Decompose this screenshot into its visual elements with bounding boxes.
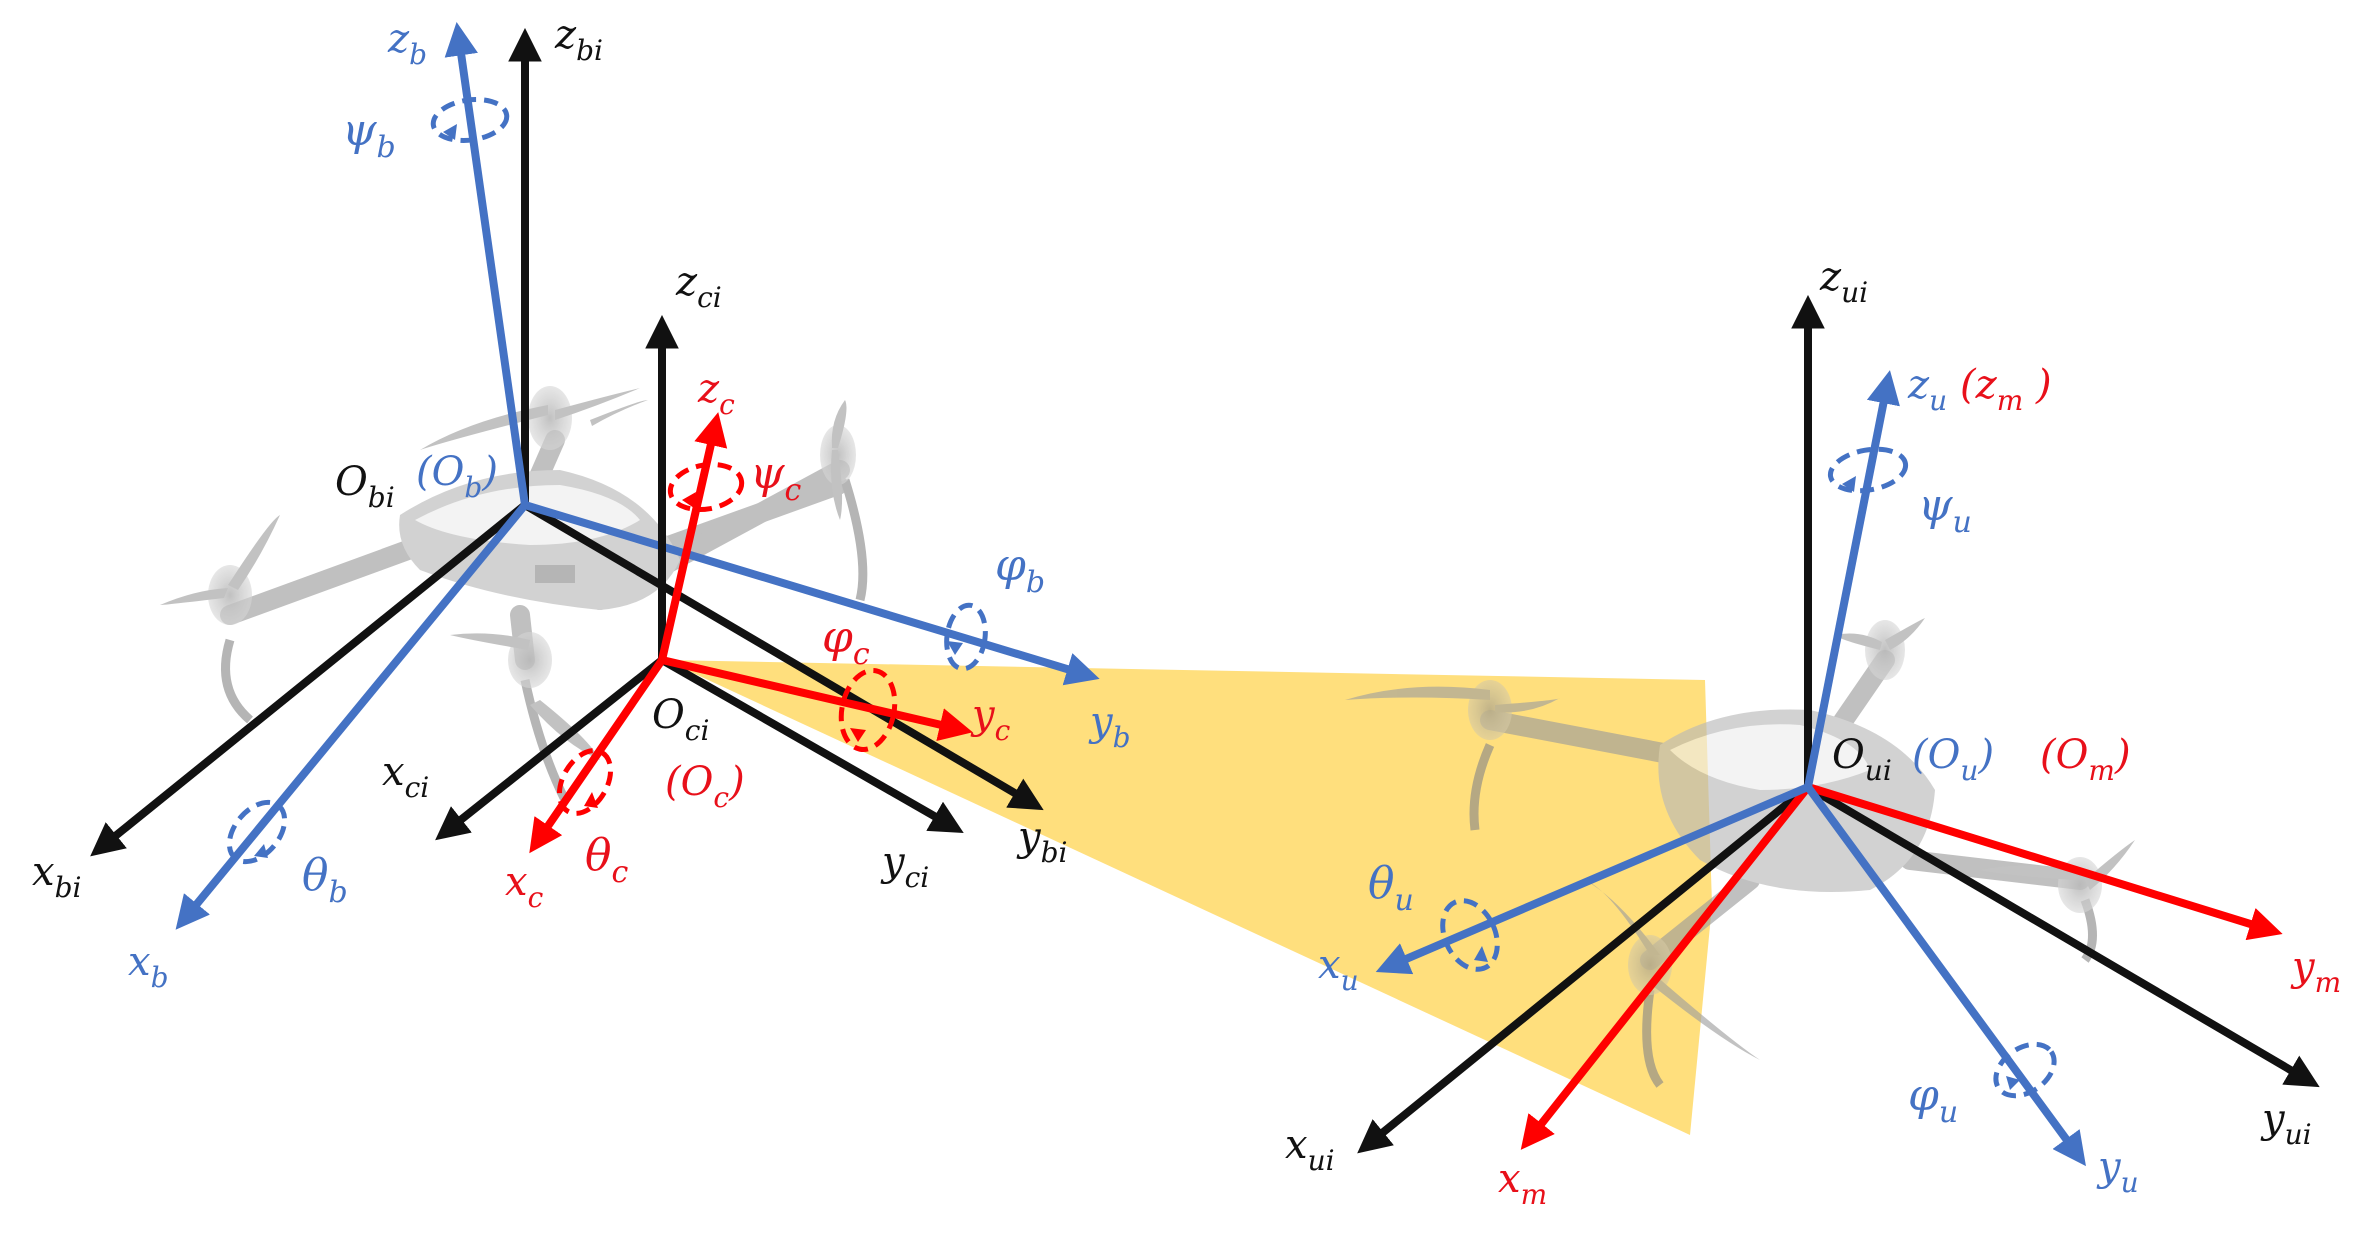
label-z-u: zu (1907, 362, 1947, 417)
label-origin-ci: Oci (652, 692, 709, 747)
label-origin-bi: Obi (335, 459, 395, 514)
camera-fov-cone (665, 660, 1712, 1135)
label-z-bi: zbi (554, 12, 603, 67)
axis-z-c (658, 412, 728, 661)
label-roll-b: φb (995, 540, 1045, 600)
label-y-u: yu (2096, 1144, 2139, 1199)
label-z-b: zb (387, 16, 427, 71)
label-x-ci: xci (382, 749, 429, 804)
roll-b-rotation-icon (944, 602, 988, 672)
axis-x-c (529, 657, 666, 854)
label-y-ci: yci (880, 839, 929, 894)
label-y-b: yb (1088, 699, 1131, 754)
frame-c-axes (529, 412, 973, 854)
axis-y-u (1804, 784, 2086, 1167)
frame-b-axes (175, 22, 1100, 930)
yaw-u-rotation-icon (1827, 446, 1909, 494)
label-z-ci: zci (675, 259, 722, 314)
axis-y-m (1806, 783, 2283, 941)
label-x-b: xb (128, 939, 169, 994)
pitch-c-rotation-icon (556, 748, 614, 816)
label-pitch-b: θb (302, 850, 348, 910)
axis-z-u (1804, 370, 1900, 788)
label-y-bi: ybi (1016, 814, 1068, 869)
axis-y-ci (660, 656, 964, 834)
axis-y-c (661, 656, 973, 742)
label-z-ui: zui (1819, 254, 1868, 309)
label-z-c: zc (697, 366, 735, 421)
label-yaw-b: ψb (342, 105, 396, 165)
label-x-m: xm (1498, 1156, 1547, 1211)
label-x-ui: xui (1285, 1122, 1335, 1177)
frame-ui-axes (1357, 294, 2320, 1154)
roll-c-rotation-icon (838, 668, 898, 752)
label-origin-u: (Ou) (1912, 732, 1994, 787)
frame-ci-axes (435, 314, 964, 841)
axis-x-m (1520, 784, 1812, 1150)
axis-x-bi (90, 501, 528, 857)
label-origin-b: (Ob) (416, 449, 498, 504)
axis-y-ui (1805, 783, 2320, 1088)
label-pitch-c: θc (585, 830, 629, 890)
frame-bi-axes (90, 27, 1044, 857)
pitch-u-rotation-icon (1440, 898, 1500, 972)
label-y-c: yc (970, 692, 1011, 747)
yaw-c-rotation-icon (667, 461, 745, 513)
axis-z-b (444, 22, 529, 506)
pitch-b-rotation-icon (226, 799, 288, 865)
label-yaw-c: ψc (750, 448, 802, 508)
axis-y-bi (522, 501, 1044, 811)
frame-u-axes (1375, 370, 2086, 1167)
label-y-ui: yui (2260, 1096, 2312, 1151)
rotation-indicators-red (556, 461, 898, 816)
label-pitch-u: θu (1368, 858, 1414, 918)
label-origin-c: (Oc) (665, 759, 745, 814)
axis-x-ui (1357, 783, 1811, 1154)
roll-u-rotation-icon (1993, 1041, 2057, 1099)
label-roll-u: φu (1908, 1070, 1958, 1130)
label-x-u: xu (1318, 942, 1359, 997)
label-origin-m: (Om) (2040, 732, 2131, 787)
label-y-m: ym (2290, 944, 2341, 999)
yaw-b-rotation-icon (430, 97, 510, 143)
axis-x-u (1375, 783, 1810, 975)
axis-y-b (523, 501, 1100, 686)
label-x-c: xc (505, 859, 544, 914)
axis-x-b (175, 502, 529, 930)
frame-m-axes (1520, 783, 2283, 1150)
axis-x-ci (435, 656, 665, 841)
label-origin-ui: Oui (1832, 732, 1892, 787)
label-z-m: (zm ) (1960, 362, 2052, 417)
rotation-indicators-blue (226, 97, 2057, 1099)
label-roll-c: φc (822, 612, 870, 672)
label-x-bi: xbi (32, 849, 81, 904)
label-yaw-u: ψu (1918, 480, 1972, 540)
rotation-arrowheads (254, 124, 2020, 1090)
